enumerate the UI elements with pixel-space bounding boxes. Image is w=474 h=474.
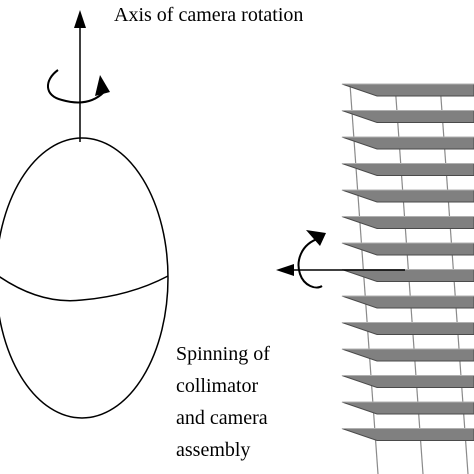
spin-axis [276,264,405,276]
collimator-plate [341,189,474,203]
ellipsoid-equator [0,275,169,302]
spinning-label: Spinning of collimator and camera assemb… [176,343,270,461]
axis-arrowhead [74,10,86,28]
spin-axis-arrowhead [276,264,294,276]
collimator-plate [341,428,474,441]
spin-rotation-arrow-icon [297,230,326,289]
collimator-plate [341,269,474,282]
axis-rotation-arrow-icon [47,69,110,104]
spinning-label-line-1: Spinning of [176,343,270,365]
axis-title-label: Axis of camera rotation [114,4,303,26]
ellipsoid-object [0,137,169,419]
collimator-plate [341,322,474,335]
collimator-plate [341,110,474,123]
collimator-plate [341,136,474,150]
collimator-plate [341,348,474,362]
spinning-label-line-3: and camera [176,407,268,429]
spinning-label-line-4: assembly [176,439,250,461]
collimator-plate [341,83,474,97]
collimator-plate [341,163,474,176]
collimator-plate [341,375,474,388]
camera-rotation-axis [74,10,86,142]
spinning-label-line-2: collimator [176,375,259,397]
collimator-plate [341,295,474,309]
collimator-stack [341,83,474,474]
collimator-plate [341,216,474,229]
ellipsoid-outline [0,137,169,419]
collimator-plate [341,401,474,415]
